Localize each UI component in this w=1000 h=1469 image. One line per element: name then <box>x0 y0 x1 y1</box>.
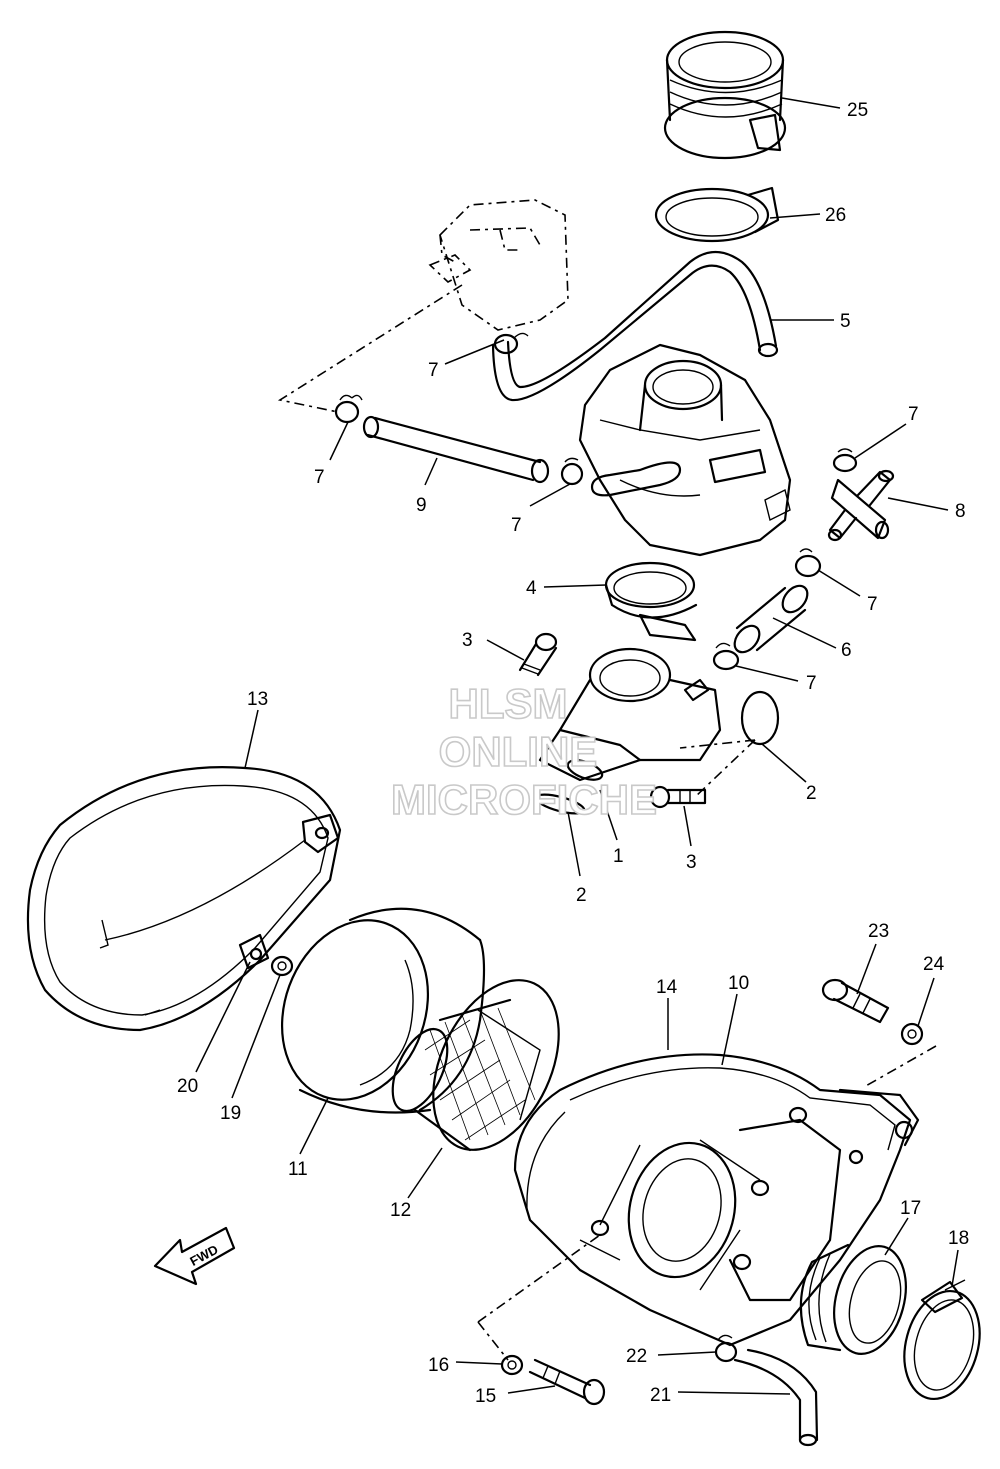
part-24-washer <box>900 1022 924 1046</box>
callout-12: 12 <box>390 1200 411 1221</box>
leader-lines <box>195 97 959 1395</box>
callout-23: 23 <box>868 921 889 942</box>
callout-7f: 7 <box>806 673 817 694</box>
callout-16: 16 <box>428 1355 449 1376</box>
fwd-arrow: FWD <box>153 1226 236 1286</box>
part-6-pipe <box>733 584 809 654</box>
part-17-joint <box>799 1243 907 1355</box>
callout-labels: 25 26 5 7 7 7 9 7 8 7 4 3 6 7 13 2 1 3 2… <box>177 100 969 1407</box>
callout-21: 21 <box>650 1385 671 1406</box>
callout-13: 13 <box>247 689 268 710</box>
part-1-carb-joint <box>538 647 722 782</box>
callout-24: 24 <box>923 954 945 975</box>
part-3-bolt-lower <box>649 785 707 809</box>
part-12-guide <box>391 979 560 1152</box>
watermark-line-1: HLSM <box>449 680 568 727</box>
callout-2b: 2 <box>576 885 587 906</box>
carburetor-body <box>578 343 792 557</box>
callout-7e: 7 <box>867 594 878 615</box>
part-21-hose <box>733 1348 819 1447</box>
callout-7a: 7 <box>428 360 439 381</box>
callout-3b: 3 <box>686 852 697 873</box>
callout-17: 17 <box>900 1198 921 1219</box>
part-19-washer <box>270 955 294 977</box>
part-20-wing-nut <box>238 933 270 970</box>
callout-7d: 7 <box>511 515 522 536</box>
callout-1: 1 <box>613 846 624 867</box>
part-9-hose <box>362 415 550 484</box>
callout-4: 4 <box>526 578 537 599</box>
part-4-clamp <box>604 561 698 642</box>
dashed-cover <box>428 199 569 331</box>
callout-9: 9 <box>416 495 427 516</box>
part-23-bolt <box>821 978 890 1024</box>
part-14-case <box>513 1053 920 1347</box>
part-25-intake-joint <box>663 30 787 160</box>
callout-7c: 7 <box>908 404 919 425</box>
part-15-bolt <box>528 1358 606 1406</box>
watermark-line-2: ONLINE <box>439 728 598 775</box>
part-3-bolt-upper <box>518 632 558 677</box>
callout-10: 10 <box>728 973 749 994</box>
callout-26: 26 <box>825 205 846 226</box>
callout-25: 25 <box>847 100 868 121</box>
part-8-t-joint <box>827 469 895 542</box>
callout-6: 6 <box>841 640 852 661</box>
watermark: HLSM ONLINE MICROFICHE <box>390 679 658 824</box>
callout-3a: 3 <box>462 630 473 651</box>
part-16-washer <box>500 1354 524 1376</box>
callout-20: 20 <box>177 1076 198 1097</box>
callout-8: 8 <box>955 501 966 522</box>
callout-19: 19 <box>220 1103 241 1124</box>
part-2-o-rings <box>534 690 780 815</box>
callout-7b: 7 <box>314 467 325 488</box>
callout-11: 11 <box>288 1159 308 1180</box>
callout-5: 5 <box>840 311 851 332</box>
part-11-element <box>280 907 486 1114</box>
callout-15: 15 <box>475 1386 496 1407</box>
part-26-clamp <box>654 186 780 243</box>
callout-22: 22 <box>626 1346 647 1367</box>
callout-14: 14 <box>656 977 678 998</box>
part-5-hose <box>491 250 779 402</box>
callout-18: 18 <box>948 1228 969 1249</box>
callout-2a: 2 <box>806 783 817 804</box>
part-18-clamp <box>903 1279 981 1401</box>
part-22-clip <box>714 1334 738 1363</box>
connector-lines <box>277 284 937 1361</box>
part-13-cover <box>26 766 342 1032</box>
watermark-line-3: MICROFICHE <box>391 776 657 823</box>
part-7-clips <box>334 332 858 671</box>
